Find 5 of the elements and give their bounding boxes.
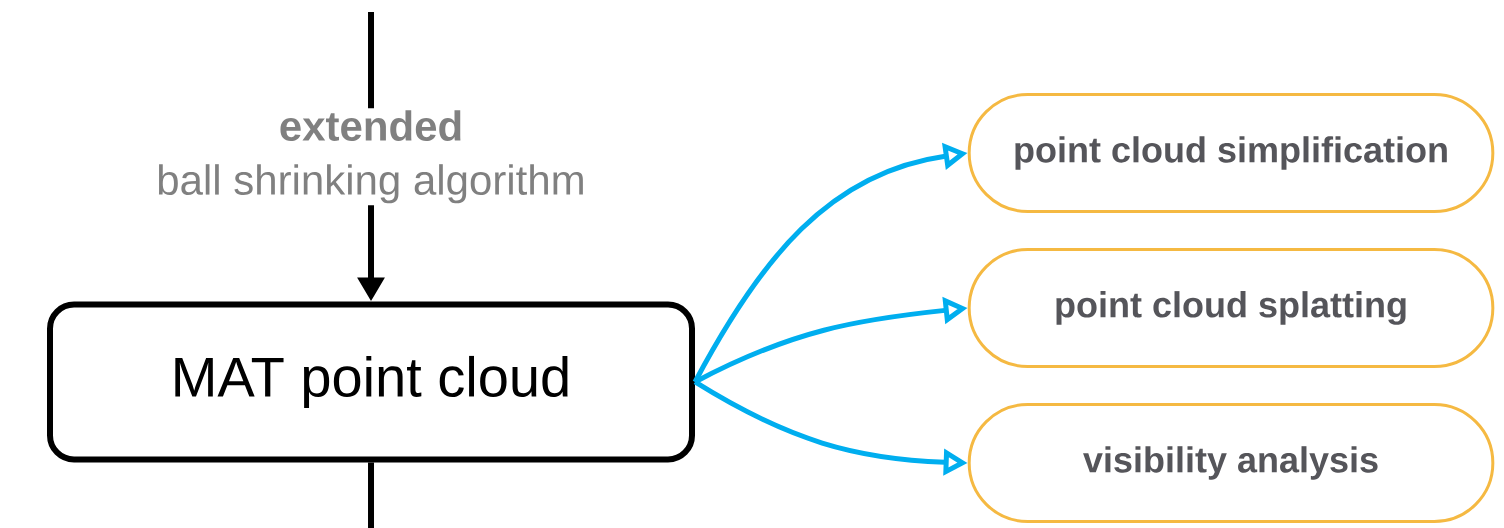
process-box: MAT point cloud [47, 301, 695, 463]
output-pill: point cloud simplification [967, 93, 1495, 213]
output-pill: visibility analysis [967, 403, 1495, 523]
output-pill: point cloud splatting [967, 248, 1495, 368]
edge-label: extended ball shrinking algorithm [158, 110, 583, 204]
